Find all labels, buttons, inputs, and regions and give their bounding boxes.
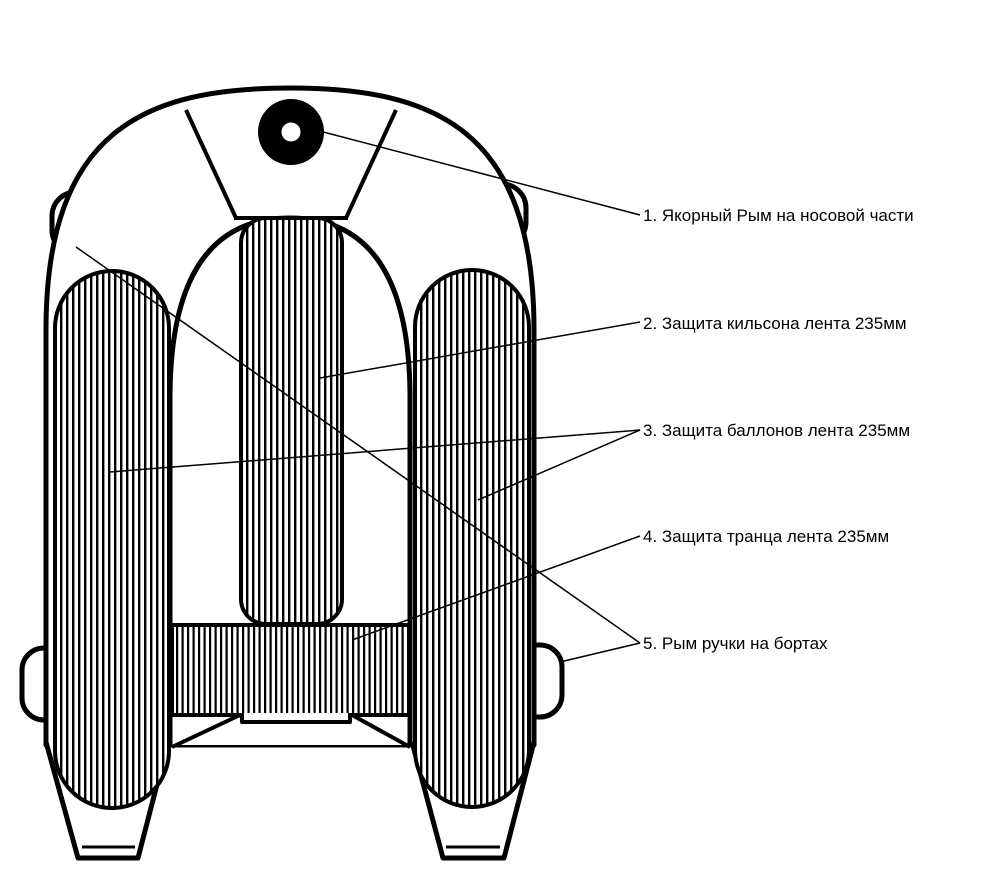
callout-keel: 2. Защита кильсона лента 235мм (643, 314, 907, 333)
leader-handles-right (559, 642, 641, 663)
callout-handles: 5. Рым ручки на бортах (643, 634, 828, 653)
callout-labels: 1. Якорный Рым на носовой части 2. Защит… (643, 206, 914, 653)
anchor-ring (258, 99, 324, 165)
transom-protection (170, 623, 412, 717)
transom-frame (171, 713, 411, 749)
leader-handles-left (75, 246, 641, 644)
callout-tubes: 3. Защита баллонов лента 235мм (643, 421, 910, 440)
callout-anchor: 1. Якорный Рым на носовой части (643, 206, 914, 225)
leader-lines (75, 127, 641, 663)
tube-protection-right (413, 268, 531, 809)
leader-transom (351, 535, 641, 641)
leader-anchor (307, 127, 641, 216)
leader-keel (319, 321, 641, 379)
leader-tubes-right (477, 429, 641, 501)
keel-protection (239, 216, 344, 626)
leader-tubes-left (109, 429, 641, 473)
tube-protection-left (53, 269, 171, 810)
callout-transom: 4. Защита транца лента 235мм (643, 527, 889, 546)
